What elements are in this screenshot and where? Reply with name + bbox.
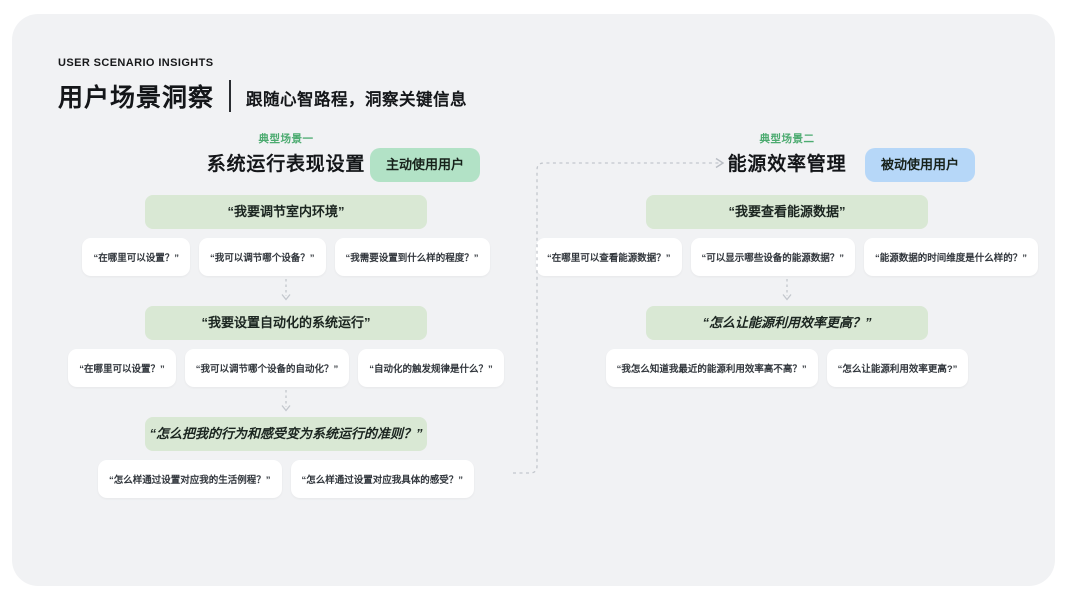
question-row: “在哪里可以查看能源数据？”“可以显示哪些设备的能源数据？”“能源数据的时间维度… xyxy=(535,238,1039,276)
step-arrow-gap xyxy=(562,276,1012,306)
title-divider xyxy=(229,80,232,112)
scenario-header: 能源效率管理被动使用用户 xyxy=(562,148,1012,182)
detail-question: “在哪里可以设置？” xyxy=(82,238,190,276)
detail-question: “可以显示哪些设备的能源数据？” xyxy=(690,238,856,276)
page-subtitle: 跟随心智路程，洞察关键信息 xyxy=(246,91,468,109)
scenario-tag: 典型场景一 xyxy=(258,133,314,145)
detail-question: “自动化的触发规律是什么？” xyxy=(358,349,504,387)
scenario-column-2: 典型场景二能源效率管理被动使用用户 “我要查看能源数据” “在哪里可以查看能源数据？… xyxy=(535,132,1039,387)
step-arrow-gap xyxy=(61,276,511,306)
insights-card: USER SCENARIO INSIGHTS 用户场景洞察 跟随心智路程，洞察关… xyxy=(12,14,1055,586)
eyebrow-label: USER SCENARIO INSIGHTS xyxy=(58,57,214,69)
mindset-question: “怎么把我的行为和感受变为系统运行的准则？” xyxy=(145,417,427,451)
scenario-title: 能源效率管理 xyxy=(727,154,847,175)
detail-question: “在哪里可以设置？” xyxy=(68,349,176,387)
question-row: “在哪里可以设置？”“我可以调节哪个设备的自动化？”“自动化的触发规律是什么？” xyxy=(61,349,511,387)
detail-question: “我可以调节哪个设备？” xyxy=(198,238,326,276)
scenario-title: 系统运行表现设置 xyxy=(206,154,366,175)
detail-question: “怎么样通过设置对应我的生活例程？” xyxy=(97,460,282,498)
down-arrow-icon xyxy=(782,279,792,301)
page-header: 用户场景洞察 跟随心智路程，洞察关键信息 xyxy=(58,76,467,116)
scenario-column-1: 典型场景一系统运行表现设置主动使用用户“我要调节室内环境”“在哪里可以设置？”“… xyxy=(61,132,511,498)
detail-question: “我需要设置到什么样的程度？” xyxy=(334,238,490,276)
question-row: “在哪里可以设置？”“我可以调节哪个设备？”“我需要设置到什么样的程度？” xyxy=(61,238,511,276)
detail-question: “能源数据的时间维度是什么样的？” xyxy=(864,238,1039,276)
question-row: “我怎么知道我最近的能源利用效率高不高？”“怎么让能源利用效率更高?” xyxy=(562,349,1012,387)
detail-question: “我可以调节哪个设备的自动化？” xyxy=(184,349,350,387)
detail-question: “在哪里可以查看能源数据？” xyxy=(535,238,682,276)
mindset-question: “我要设置自动化的系统运行” xyxy=(145,306,427,340)
down-arrow-icon xyxy=(281,390,291,412)
detail-question: “怎么让能源利用效率更高?” xyxy=(826,349,969,387)
mindset-question: “我要调节室内环境” xyxy=(145,195,427,229)
scenario-header: 系统运行表现设置主动使用用户 xyxy=(61,148,511,182)
mindset-question: “怎么让能源利用效率更高？” xyxy=(646,306,928,340)
page-title: 用户场景洞察 xyxy=(58,84,215,112)
question-row: “怎么样通过设置对应我的生活例程？”“怎么样通过设置对应我具体的感受？” xyxy=(61,460,511,498)
step-arrow-gap xyxy=(61,387,511,417)
user-type-badge: 主动使用用户 xyxy=(370,148,481,182)
down-arrow-icon xyxy=(281,279,291,301)
scenario-tag: 典型场景二 xyxy=(759,133,815,145)
user-type-badge: 被动使用用户 xyxy=(865,148,976,182)
mindset-question: “我要查看能源数据” xyxy=(646,195,928,229)
detail-question: “我怎么知道我最近的能源利用效率高不高？” xyxy=(605,349,818,387)
detail-question: “怎么样通过设置对应我具体的感受？” xyxy=(290,460,475,498)
